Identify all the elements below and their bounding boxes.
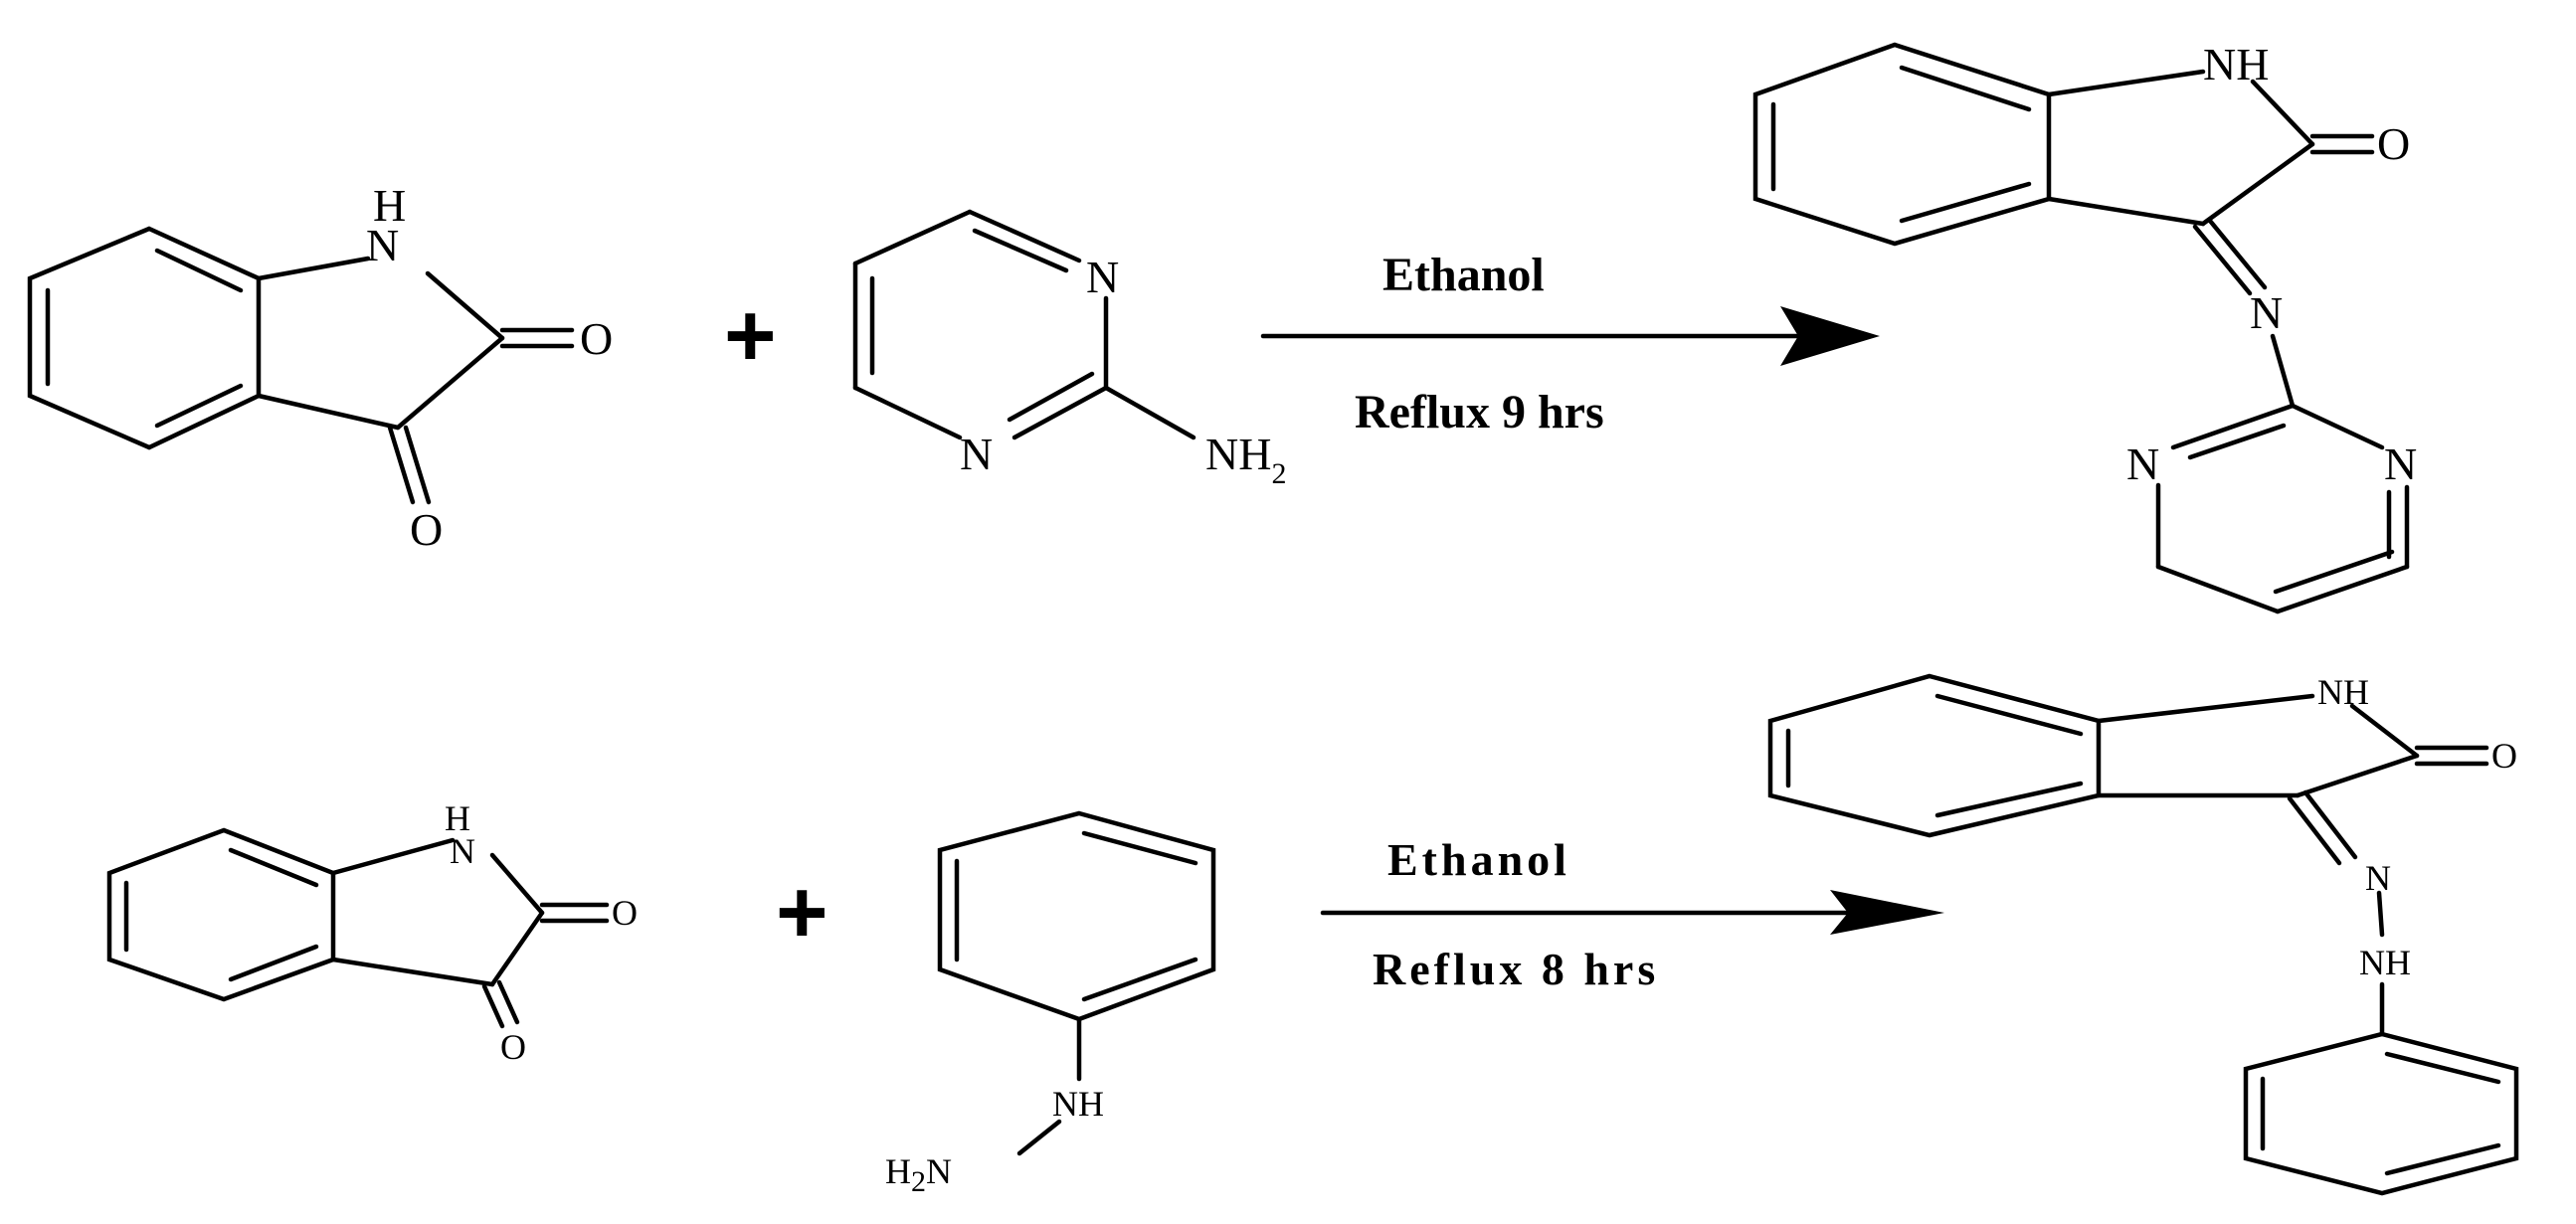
isatin-ketone-o-label: O [410, 504, 443, 555]
conditions-label-1: Reflux 9 hrs [1355, 386, 1604, 438]
pyrimidine-n-bottom-label: N [960, 429, 993, 479]
reaction-arrow-1: Ethanol Reflux 9 hrs [1260, 249, 1880, 438]
product2-o-label: O [2491, 736, 2517, 776]
phenylhydrazine-molecule: NH H2N [885, 810, 1216, 1198]
product1-nh-label: NH [2203, 39, 2269, 89]
product2-nh-hydrazone-label: NH [2359, 943, 2411, 982]
product-molecule-1: NH O N N N [1752, 39, 2417, 614]
product1-imine-n-label: N [2250, 287, 2283, 338]
reaction-2: H N O O + NH H2N Ethanol Reflux 8 hrs [106, 672, 2519, 1198]
reaction-arrow-2: Ethanol Reflux 8 hrs [1320, 834, 1944, 994]
product-molecule-2: NH O N NH [1767, 672, 2519, 1196]
conditions-label-2: Reflux 8 hrs [1373, 944, 1659, 994]
isatin2-carbonyl-o-label: O [612, 893, 638, 933]
isatin2-ketone-o-label: O [500, 1027, 526, 1067]
product1-o-label: O [2377, 118, 2410, 169]
isatin-molecule-2: H N O O [106, 798, 638, 1067]
plus-sign-2: + [776, 863, 828, 962]
isatin-molecule-1: H N O O [27, 180, 613, 555]
isatin2-n-label: N [450, 831, 475, 871]
hydrazine-nh-label: NH [1052, 1084, 1104, 1124]
product1-n-left-label: N [2126, 438, 2159, 489]
amine-nh2-label: NH2 [1205, 429, 1286, 490]
isatin-carbonyl-o-label: O [580, 313, 613, 364]
product2-azo-n-label: N [2365, 858, 2391, 898]
pyrimidine-n-top-label: N [1086, 252, 1119, 302]
aminopyrimidine-molecule: N N NH2 [852, 209, 1286, 490]
product1-n-right-label: N [2384, 438, 2417, 489]
product2-nh-label: NH [2317, 672, 2369, 712]
solvent-label-1: Ethanol [1382, 249, 1545, 301]
isatin2-nh-label: H [445, 798, 470, 838]
isatin-nh-label: H [373, 180, 406, 231]
reaction-1: H N O O + N N NH2 Ethanol Reflu [27, 39, 2417, 614]
solvent-label-2: Ethanol [1387, 834, 1570, 885]
isatin-n-label: N [366, 220, 399, 270]
plus-sign-1: + [724, 286, 777, 386]
hydrazine-h2n-label: H2N [885, 1151, 952, 1198]
